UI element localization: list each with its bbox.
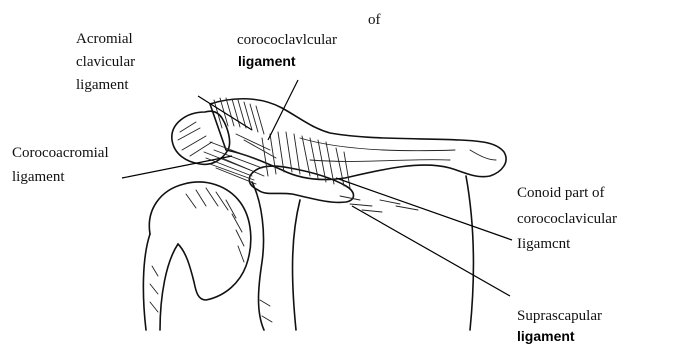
label-suprascapular-1: Suprascapular (517, 308, 602, 324)
label-acromial-1: Acromial (76, 31, 133, 47)
clavicle-outline (210, 99, 506, 180)
leader-suprascapular (352, 206, 510, 296)
label-acromial-3: ligament (76, 77, 129, 93)
label-conoid-2: corococlavicular (517, 211, 617, 227)
leader-trapezoid (268, 80, 298, 140)
leader-conoid (336, 178, 512, 240)
leader-coracoacromial (122, 156, 232, 178)
label-suprascapular-2: ligament (517, 328, 575, 344)
scapula-outline (293, 176, 474, 330)
label-coracoacromial-1: Corocoacromial (12, 145, 109, 161)
label-conoid-3: Iigamcnt (517, 236, 571, 252)
glenoid-outline (252, 182, 264, 330)
shaft-hatch (150, 266, 158, 312)
label-trapezoid-bottom: ligament (238, 53, 296, 69)
coracoid-process (249, 166, 353, 202)
shoulder-illustration (143, 98, 506, 330)
label-acromial-2: clavicular (76, 54, 135, 70)
label-coracoacromial-2: ligament (12, 169, 65, 185)
scapula-notch-hatch (260, 196, 418, 322)
label-trapezoid-mid: corococlavlcular (237, 32, 337, 48)
humeral-shaft (143, 234, 178, 330)
label-conoid-1: Conoid part of (517, 185, 605, 201)
humeral-head-hatch (186, 188, 244, 262)
acromion-hatch (178, 122, 212, 156)
label-trapezoid-top: of (368, 12, 381, 28)
leader-lines (122, 80, 512, 296)
